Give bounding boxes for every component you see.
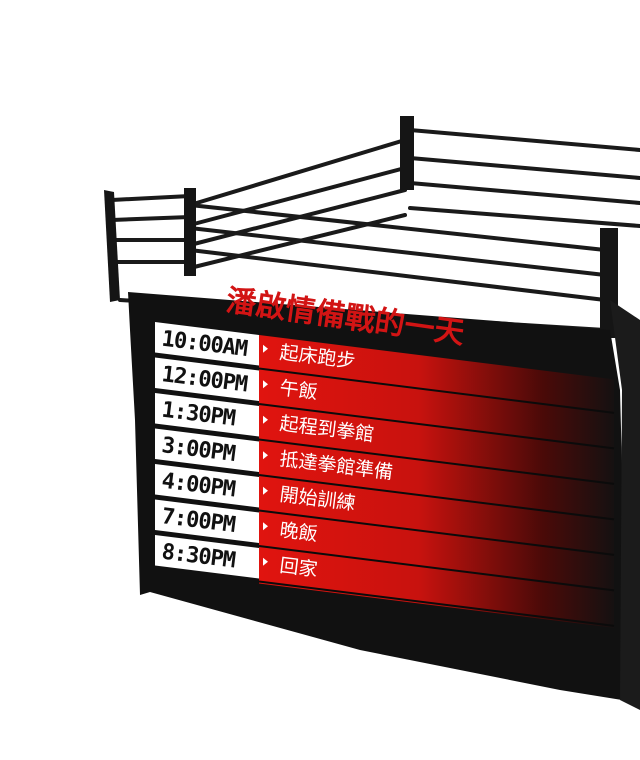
time-cell [155,428,259,472]
arrow-icon [263,380,268,389]
row-divider [258,509,615,556]
arrow-icon [263,557,268,566]
time-cell [155,393,259,437]
left-post [184,188,196,276]
back-post [400,116,414,190]
arrow-icon [263,486,268,495]
time-cell [155,499,259,543]
arrow-icon [263,344,268,353]
activity-label: 回家 [278,555,318,581]
row-divider [258,580,615,627]
row-divider [258,367,615,414]
arrow-icon [263,522,268,531]
time-cell [155,357,259,401]
activity-band [259,335,614,628]
time-cell [155,535,259,579]
activity-label: 晚飯 [278,519,318,545]
arrow-icon [263,451,268,460]
row-divider [258,438,615,485]
row-divider [258,474,615,521]
front-left-post [104,190,120,302]
arrow-icon [263,415,268,424]
time-cell [155,322,259,366]
row-divider [258,545,615,592]
row-divider [258,403,615,450]
time-cell [155,464,259,508]
ring-posts [104,116,618,338]
ring-side [610,300,640,710]
activity-label: 午飯 [278,377,318,403]
